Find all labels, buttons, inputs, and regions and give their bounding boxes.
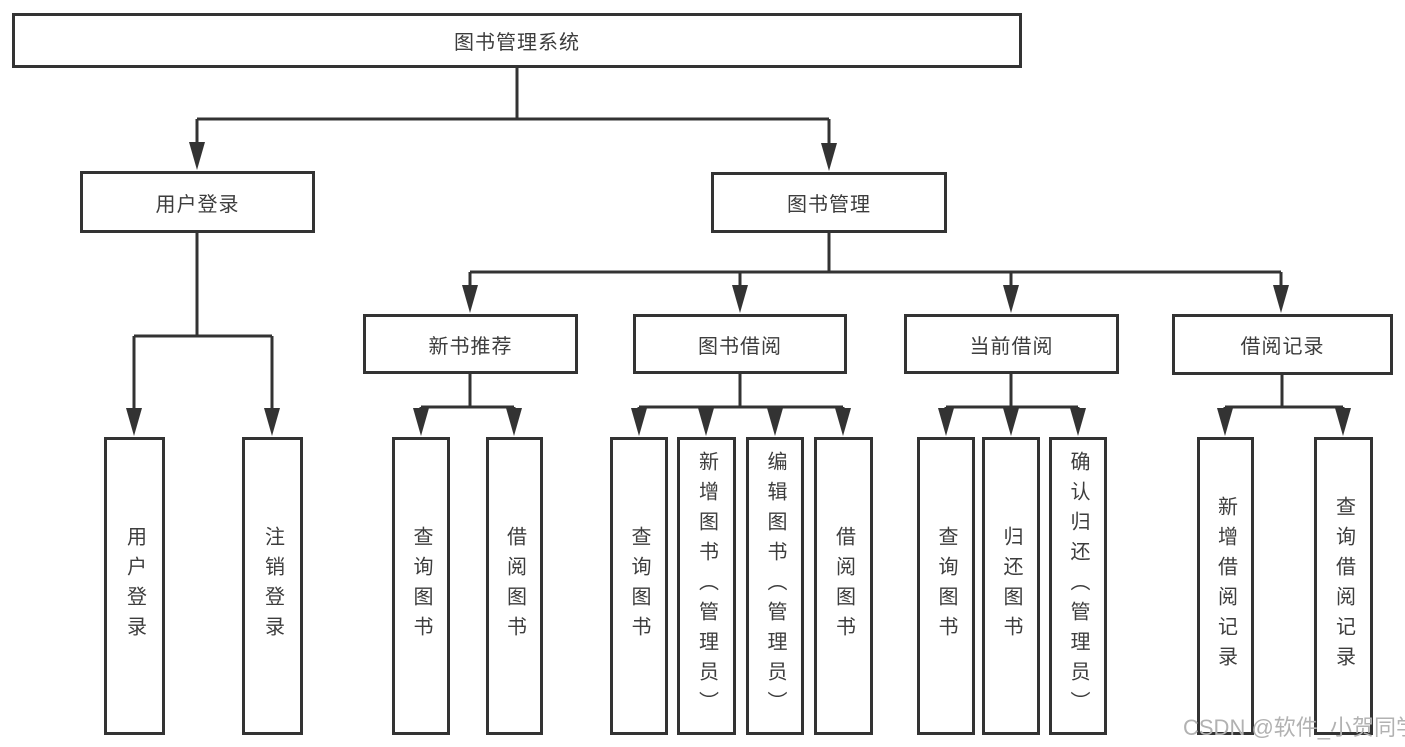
leaf-recommend-borrow-books-label: 借阅图书 [503,526,526,646]
leaf-borrow-query-books: 查询图书 [610,437,668,735]
leaf-borrow-add-books-admin-label: 新增图书（管理员） [695,451,718,721]
leaf-records-add-borrow-record-label: 新增借阅记录 [1214,496,1237,676]
node-book-borrow: 图书借阅 [633,314,847,374]
leaf-current-query-books-label: 查询图书 [935,526,957,646]
node-borrow-records-label: 借阅记录 [1240,336,1325,358]
leaf-borrow-edit-books-admin-label: 编辑图书（管理员） [764,451,786,721]
node-new-book-recommend-label: 新书推荐 [428,335,513,358]
leaf-current-confirm-return-admin-label: 确认归还（管理员） [1067,451,1089,721]
leaf-user-login: 用户登录 [104,437,165,735]
leaf-current-query-books: 查询图书 [917,437,975,735]
leaf-records-query-borrow-record: 查询借阅记录 [1314,437,1373,735]
node-book-management-label: 图书管理 [787,194,871,216]
leaf-records-add-borrow-record: 新增借阅记录 [1197,437,1254,735]
leaf-current-return-books-label: 归还图书 [1000,526,1022,646]
leaf-borrow-borrow-books: 借阅图书 [814,437,873,735]
leaf-user-login-label: 用户登录 [123,526,146,646]
node-current-borrow: 当前借阅 [904,314,1119,374]
leaf-borrow-query-books-label: 查询图书 [628,526,650,646]
node-new-book-recommend: 新书推荐 [363,314,578,374]
leaf-records-query-borrow-record-label: 查询借阅记录 [1332,496,1355,676]
node-root-system: 图书管理系统 [12,13,1022,68]
node-current-borrow-label: 当前借阅 [969,335,1054,358]
leaf-user-logout-label: 注销登录 [261,526,284,646]
leaf-recommend-query-books: 查询图书 [392,437,450,735]
csdn-watermark: CSDN @软件_小贺同学 [1183,715,1405,740]
leaf-recommend-query-books-label: 查询图书 [410,526,432,646]
node-book-management: 图书管理 [711,172,947,233]
node-user-login-label: 用户登录 [155,193,240,216]
node-borrow-records: 借阅记录 [1172,314,1393,375]
leaf-borrow-borrow-books-label: 借阅图书 [832,526,855,646]
leaf-borrow-add-books-admin: 新增图书（管理员） [677,437,736,735]
arrowheads [126,142,1351,436]
node-book-borrow-label: 图书借阅 [698,335,782,358]
leaf-user-logout: 注销登录 [242,437,303,735]
leaf-current-confirm-return-admin: 确认归还（管理员） [1049,437,1107,735]
leaf-recommend-borrow-books: 借阅图书 [486,437,543,735]
leaf-current-return-books: 归还图书 [982,437,1040,735]
node-user-login: 用户登录 [80,171,315,233]
leaf-borrow-edit-books-admin: 编辑图书（管理员） [746,437,804,735]
node-root-label: 图书管理系统 [454,32,580,54]
